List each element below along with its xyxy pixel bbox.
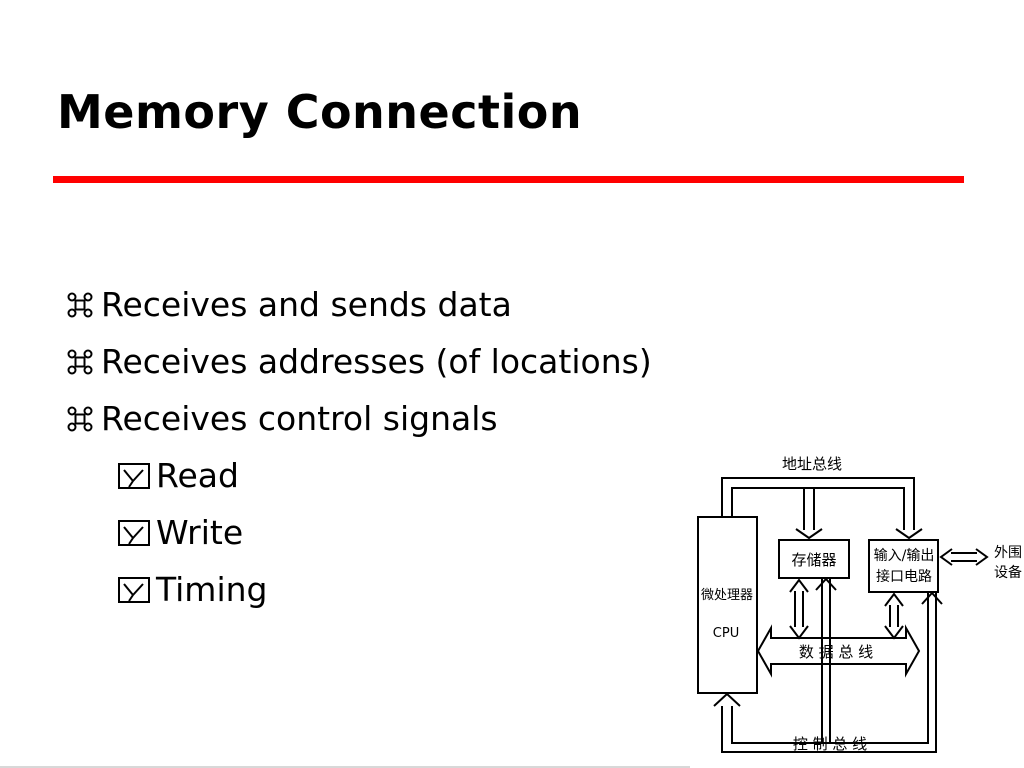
io-label: 接口电路 <box>876 568 932 585</box>
sub-bullet-item: Write <box>64 504 652 561</box>
bullet-list: Receives and sends data Receives address… <box>64 276 652 618</box>
checkbox-bullet-icon <box>116 462 152 489</box>
control-bus-line <box>721 593 937 753</box>
cpu-label: 微处理器 <box>701 588 753 603</box>
arrowhead <box>795 528 823 540</box>
data-bus-arrow <box>756 624 921 678</box>
sub-bullet-text: Read <box>156 456 239 495</box>
address-bus-line <box>731 487 905 530</box>
cmd-bullet-icon <box>64 348 96 376</box>
double-arrow <box>975 548 989 566</box>
bullet-item: Receives addresses (of locations) <box>64 333 652 390</box>
bullet-item: Receives control signals <box>64 390 652 447</box>
cpu-box <box>697 516 758 694</box>
sub-bullet-text: Write <box>156 513 244 552</box>
address-bus-line <box>721 477 915 530</box>
arrowhead <box>815 577 837 591</box>
sub-bullet-item: Read <box>64 447 652 504</box>
double-arrow <box>789 578 809 593</box>
double-arrow <box>884 592 904 607</box>
checkbox-bullet-icon <box>116 576 152 603</box>
double-arrow <box>789 625 809 640</box>
memory-box <box>778 539 850 579</box>
double-arrow <box>884 625 904 640</box>
data-bus-label: 数 据 总 线 <box>799 643 873 661</box>
bullet-text: Receives addresses (of locations) <box>101 342 652 381</box>
control-bus-label: 控 制 总 线 <box>793 735 867 753</box>
title-underline <box>53 176 964 183</box>
sub-bullet-text: Timing <box>156 570 268 609</box>
slide-title: Memory Connection <box>57 85 583 139</box>
bus-diagram: 地址总线 存储器 输入/输出 接口电路 外围 设备 微处理器 CPU 数 据 总… <box>697 455 1022 753</box>
sub-bullet-item: Timing <box>64 561 652 618</box>
bullet-text: Receives control signals <box>101 399 498 438</box>
io-box <box>868 539 939 593</box>
bullet-item: Receives and sends data <box>64 276 652 333</box>
io-label: 输入/输出 <box>874 548 935 564</box>
memory-label: 存储器 <box>791 551 836 569</box>
arrowhead <box>713 692 741 707</box>
arrowhead <box>895 528 923 540</box>
arrowhead <box>921 591 943 605</box>
bullet-text: Receives and sends data <box>101 285 512 324</box>
external-device-label: 设备 <box>994 564 1022 581</box>
address-bus-label: 地址总线 <box>782 455 842 473</box>
double-arrow <box>939 548 953 566</box>
cmd-bullet-icon <box>64 291 96 319</box>
footer-divider <box>0 766 690 768</box>
cmd-bullet-icon <box>64 405 96 433</box>
checkbox-bullet-icon <box>116 519 152 546</box>
external-device-label: 外围 <box>994 545 1022 561</box>
cpu-label: CPU <box>713 626 739 641</box>
